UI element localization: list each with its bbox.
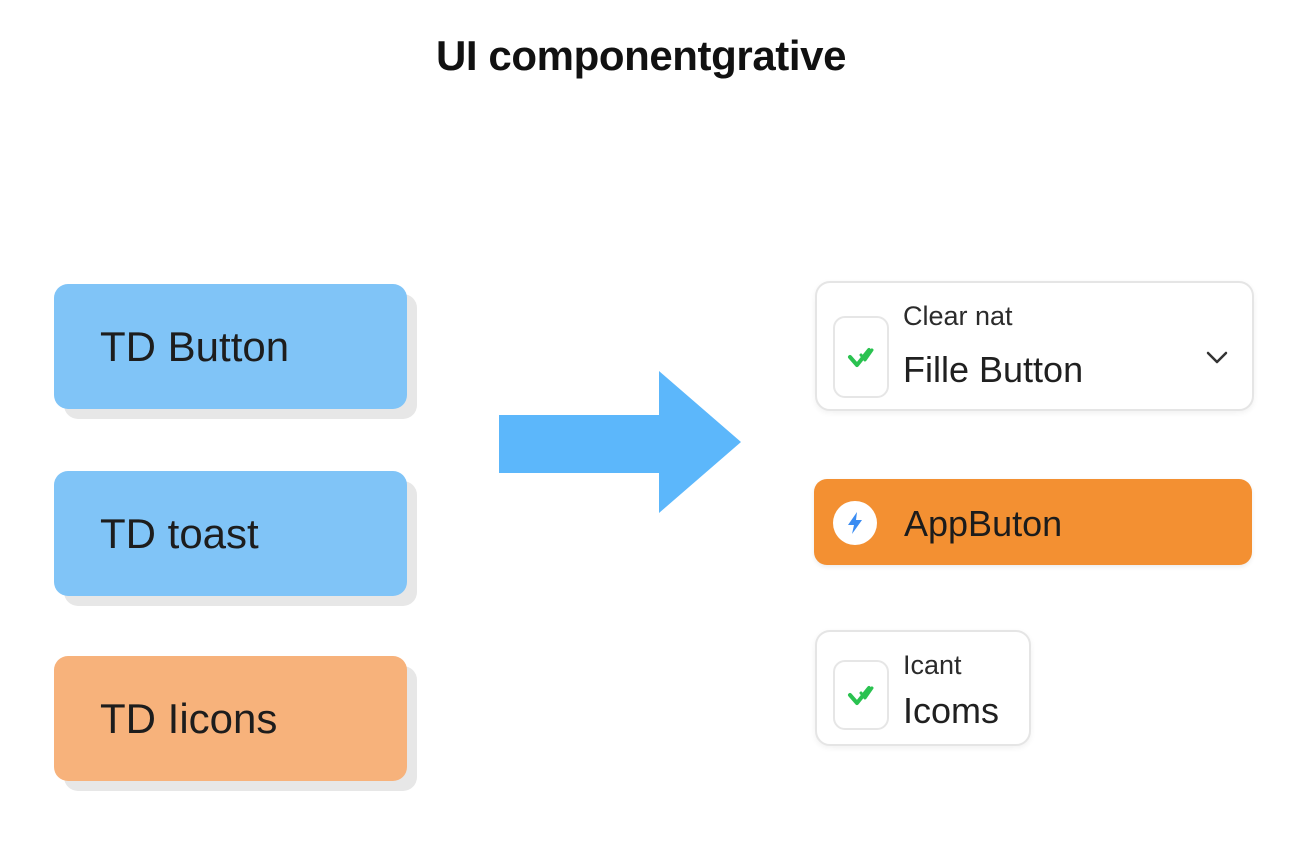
icons-label: Icoms bbox=[903, 690, 1000, 731]
checkmark-icon bbox=[848, 686, 874, 705]
select-value: Fille Button bbox=[903, 349, 1084, 390]
checkmark-icon-box bbox=[833, 316, 889, 398]
select-caption: Clear nat bbox=[903, 301, 1013, 331]
td-icons-card[interactable]: TD Iicons bbox=[54, 656, 407, 781]
lightning-icon bbox=[848, 512, 862, 534]
td-toast-label: TD toast bbox=[100, 509, 259, 557]
checkmark-icon bbox=[848, 348, 874, 367]
td-button-card[interactable]: TD Button bbox=[54, 284, 407, 409]
transform-arrow-icon bbox=[499, 371, 741, 513]
checkmark-icon-box bbox=[833, 660, 889, 730]
file-button-select[interactable]: Clear nat Fille Button bbox=[815, 281, 1254, 411]
td-button-label: TD Button bbox=[100, 322, 290, 370]
lightning-icon-badge bbox=[833, 501, 877, 545]
icons-card[interactable]: Icant Icoms bbox=[815, 630, 1031, 746]
app-button[interactable]: AppButon bbox=[814, 479, 1252, 565]
app-button-label: AppButon bbox=[904, 503, 1063, 544]
td-toast-card[interactable]: TD toast bbox=[54, 471, 407, 596]
td-icons-label: TD Iicons bbox=[100, 694, 278, 742]
page-title: UI componentgrative bbox=[435, 32, 847, 79]
chevron-down-icon[interactable] bbox=[1206, 351, 1228, 365]
icons-caption: Icant bbox=[903, 650, 962, 680]
